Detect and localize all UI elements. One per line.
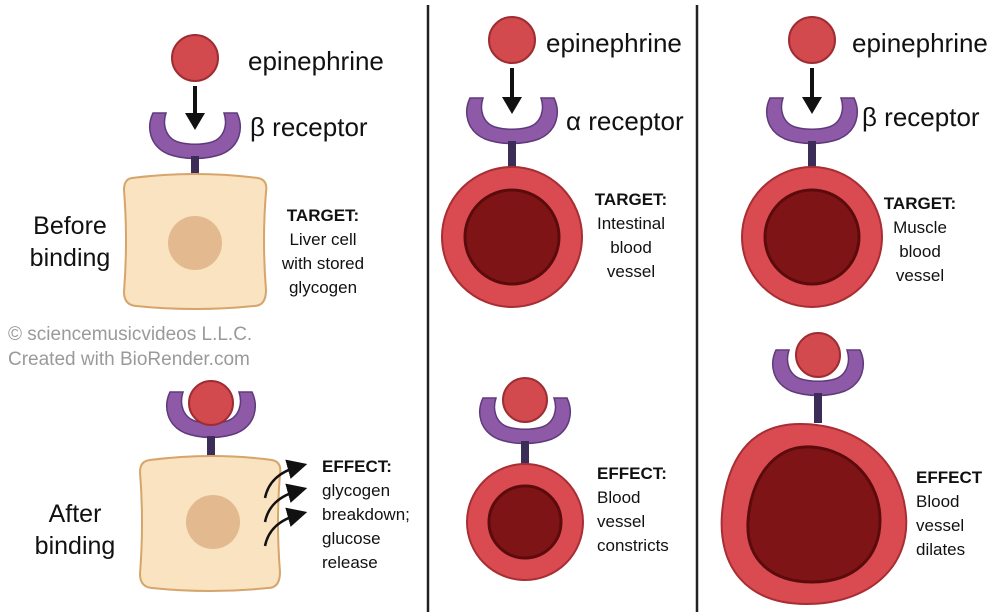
effect-line: vessel: [916, 516, 965, 535]
effect-line: Blood: [916, 492, 960, 511]
epinephrine-molecule-bound: [188, 380, 234, 426]
arrow-head-icon: [502, 97, 522, 114]
target-line: vessel: [895, 266, 945, 285]
beta-receptor-bound: [166, 391, 256, 439]
before-binding-line: Before: [33, 212, 107, 240]
effect-description: EFFECT Blood vessel dilates: [916, 466, 982, 562]
epinephrine-molecule-bound: [502, 377, 548, 423]
target-line: blood: [610, 238, 652, 257]
target-line: Intestinal: [596, 214, 666, 233]
receptor-stalk: [191, 156, 199, 178]
after-binding-line: After: [48, 500, 102, 528]
effect-line: Blood: [597, 488, 641, 507]
receptor-stalk: [808, 141, 816, 171]
blood-vessel-lumen: [763, 188, 861, 286]
effect-description: EFFECT: glycogen breakdown; glucose rele…: [322, 455, 410, 575]
effect-arrow-icon: [263, 459, 308, 499]
epinephrine-molecule: [171, 34, 219, 82]
effect-line: constricts: [597, 536, 669, 555]
target-description: TARGET: Muscle blood vessel: [870, 192, 970, 288]
effect-line: release: [322, 553, 378, 572]
effect-heading: EFFECT:: [322, 457, 392, 476]
effect-heading: EFFECT: [916, 468, 983, 487]
receptor-stalk: [508, 141, 516, 171]
epinephrine-molecule: [488, 16, 536, 64]
target-heading: TARGET:: [594, 190, 668, 209]
effect-arrow-icon: [263, 483, 308, 523]
cell-nucleus: [186, 495, 240, 549]
effect-description: EFFECT: Blood vessel constricts: [597, 462, 669, 558]
panel-muscle-vessel: [720, 16, 908, 606]
target-description: TARGET: Intestinal blood vessel: [576, 188, 686, 284]
effect-line: dilates: [916, 540, 966, 559]
after-binding-line: binding: [34, 532, 116, 560]
ligand-label: epinephrine: [546, 28, 682, 58]
target-line: with stored: [281, 254, 365, 273]
target-line: Muscle: [893, 218, 947, 237]
panel-intestinal-vessel: [441, 16, 584, 581]
beta-receptor: [766, 97, 858, 145]
beta-receptor-bound: [772, 349, 864, 397]
arrow-head-icon: [185, 113, 205, 130]
effect-line: glucose: [322, 529, 381, 548]
constricted-vessel-lumen: [487, 484, 563, 560]
beta-receptor: [149, 112, 241, 160]
effect-heading: EFFECT:: [597, 464, 667, 483]
target-line: blood: [899, 242, 941, 261]
target-description: TARGET: Liver cell with stored glycogen: [268, 204, 378, 300]
biorender-credit: Created with BioRender.com: [8, 349, 250, 370]
alpha-receptor: [466, 97, 558, 145]
dilated-vessel-lumen: [746, 445, 882, 584]
target-line: glycogen: [288, 278, 358, 297]
effect-arrow-icon: [263, 507, 308, 547]
receptor-label: α receptor: [566, 106, 684, 136]
receptor-stalk: [521, 441, 529, 465]
ligand-label: epinephrine: [852, 28, 988, 58]
epinephrine-molecule: [788, 16, 836, 64]
target-heading: TARGET:: [286, 206, 360, 225]
arrow-head-icon: [802, 97, 822, 114]
panel-liver: [122, 34, 308, 592]
blood-vessel-lumen: [463, 188, 561, 286]
before-binding-label: Before binding: [15, 210, 125, 274]
before-binding-line: binding: [29, 244, 111, 272]
receptor-stalk: [207, 436, 215, 458]
after-binding-label: After binding: [20, 498, 130, 562]
target-line: vessel: [606, 262, 656, 281]
epinephrine-molecule-bound: [795, 332, 841, 378]
ligand-label: epinephrine: [248, 46, 384, 76]
effect-line: breakdown;: [322, 505, 410, 524]
target-heading: TARGET:: [883, 194, 957, 213]
receptor-label: β receptor: [862, 102, 980, 132]
target-line: Liver cell: [289, 230, 357, 249]
copyright-text: © sciencemusicvideos L.L.C.: [8, 324, 253, 345]
receptor-label: β receptor: [250, 112, 368, 142]
cell-nucleus: [168, 216, 222, 270]
effect-line: vessel: [597, 512, 646, 531]
receptor-stalk: [814, 393, 822, 423]
alpha-receptor-bound: [479, 397, 571, 445]
credits: © sciencemusicvideos L.L.C. Created with…: [8, 322, 252, 372]
effect-line: glycogen: [322, 481, 391, 500]
